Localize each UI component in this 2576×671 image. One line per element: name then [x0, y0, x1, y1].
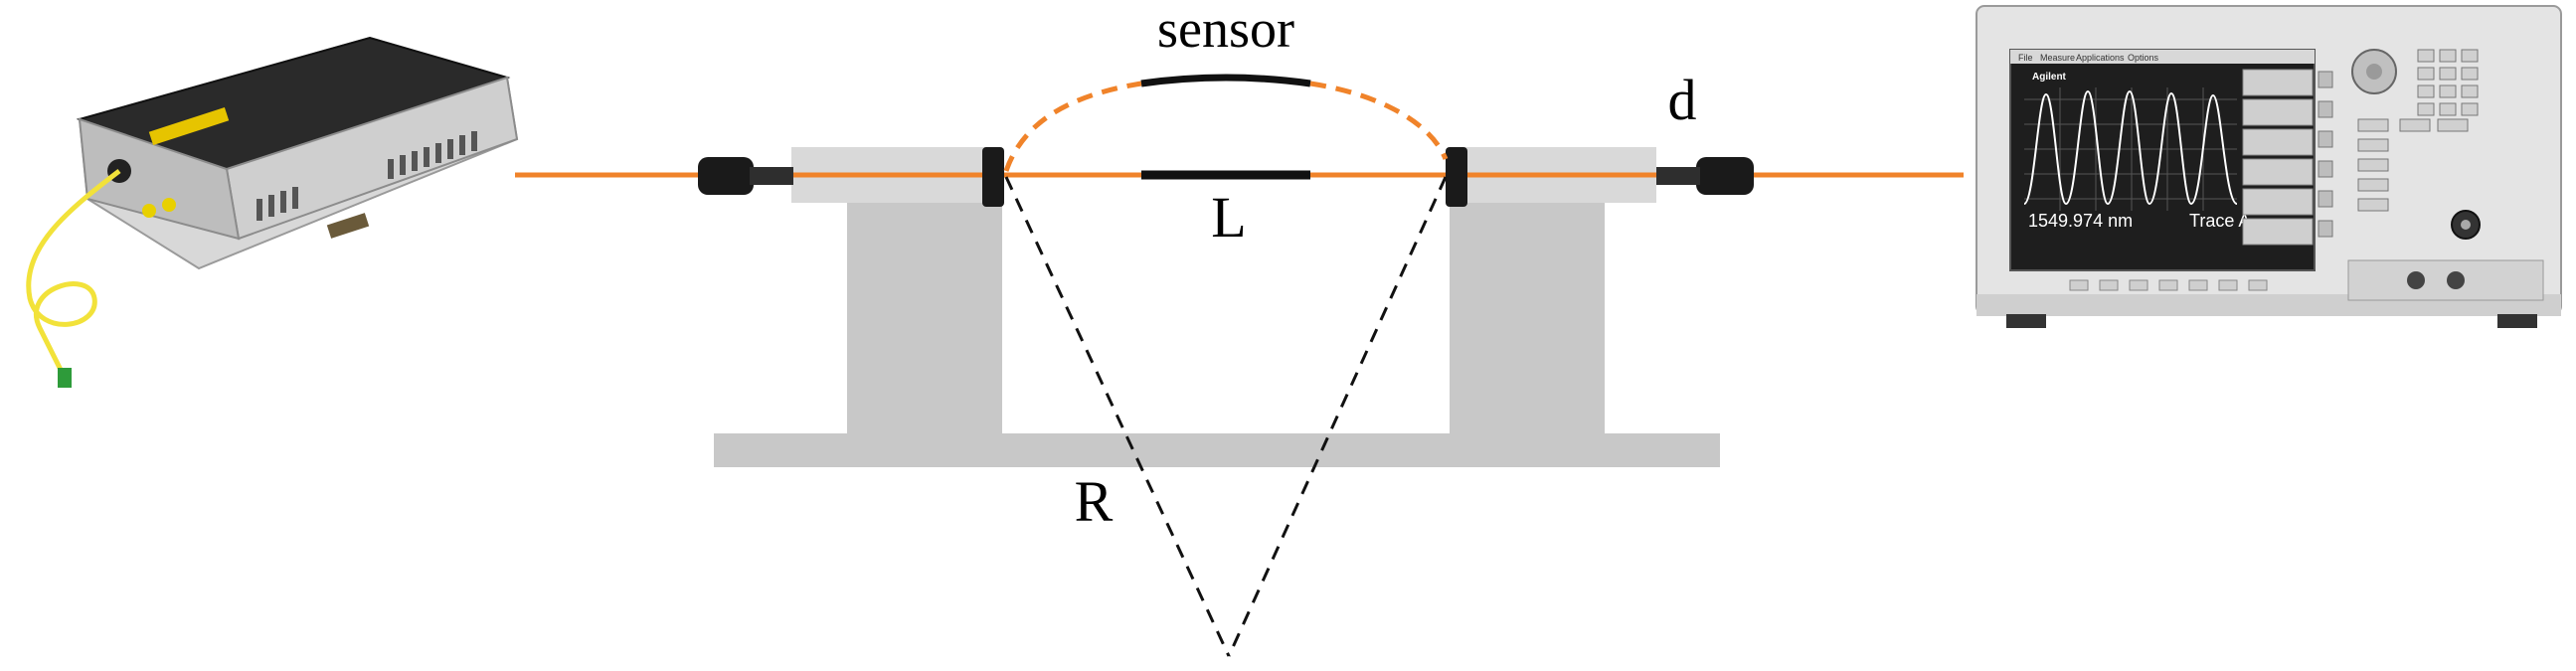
- optical-spectrum-analyzer: File Measure Applications Options Agilen…: [1975, 5, 2562, 328]
- sensor-bent-segment: [1140, 74, 1311, 87]
- sensor-label: sensor: [1157, 0, 1294, 59]
- right-fiber-clamp: [1446, 147, 1467, 207]
- laser-source-device: [76, 36, 519, 270]
- radius-line-right: [1227, 176, 1448, 657]
- fixture-left-pillar: [847, 199, 1002, 433]
- patch-cord-fiber: [26, 169, 121, 388]
- bent-fiber-dashed: [1003, 81, 1449, 172]
- left-connector-sleeve: [750, 167, 793, 185]
- osa-menu-options: Options: [2128, 53, 2159, 63]
- radius-line-left: [1004, 176, 1231, 657]
- left-connector: [698, 157, 754, 195]
- length-label: L: [1211, 185, 1246, 250]
- right-connector-sleeve: [1656, 167, 1700, 185]
- osa-menu-file: File: [2018, 53, 2033, 63]
- left-fiber-clamp: [982, 147, 1004, 207]
- osa-menu-measure: Measure: [2040, 53, 2075, 63]
- osa-spectrum-trace: [2023, 89, 2238, 206]
- osa-brand: Agilent: [2032, 72, 2067, 83]
- osa-wavelength-readout: 1549.974 nm: [2028, 211, 2133, 231]
- radius-label: R: [1075, 469, 1114, 534]
- translation-stage-fixture: [714, 147, 1720, 467]
- right-connector: [1696, 157, 1754, 195]
- osa-trace-label: Trace A: [2189, 211, 2250, 231]
- fixture-right-pillar: [1450, 199, 1605, 433]
- fixture-base: [714, 433, 1720, 467]
- displacement-label: d: [1668, 68, 1697, 132]
- osa-menu-applications: Applications: [2076, 53, 2125, 63]
